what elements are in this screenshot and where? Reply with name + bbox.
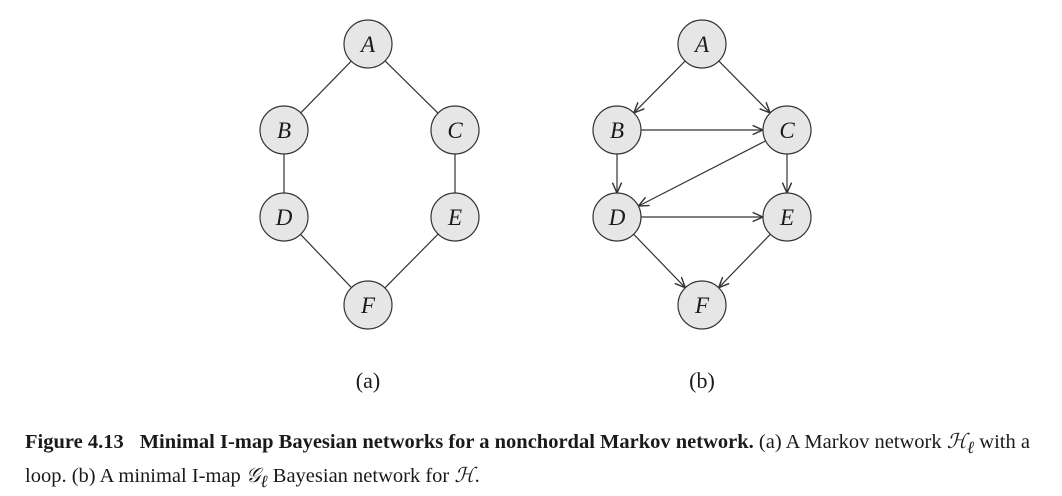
final-markov-symbol: ℋ [454,465,474,487]
caption-part1-suffix: with a loop. (b) A minimal I-map [25,431,1030,488]
diagram-b-edges [617,60,787,288]
edge-a-E-F [384,233,439,289]
node-circle [592,192,642,242]
node-a-E: E [430,192,480,242]
node-b-F: F [677,280,727,330]
node-b-A: A [677,19,727,69]
markov-network-symbol: ℋℓ [946,431,974,457]
node-b-B: B [592,105,642,155]
edge-b-D-F [633,233,686,287]
final-symbol: ℋ [454,465,475,488]
caption-part1-prefix: (a) A Markov network [758,431,942,453]
node-b-C: C [762,105,812,155]
node-label: E [779,205,794,230]
markov-symbol: ℋ [946,431,968,453]
node-circle [259,105,309,155]
bn-symbol: 𝒢 [245,465,261,488]
node-circle [343,19,393,69]
node-circle [259,192,309,242]
node-a-F: F [343,280,393,330]
edge-b-E-F [719,233,771,287]
caption-final-punct: . [474,465,480,488]
edge-b-C-D [638,140,766,206]
node-circle [430,105,480,155]
node-b-D: D [592,192,642,242]
node-circle [430,192,480,242]
bn-subscript: ℓ [260,472,268,492]
figure-caption: Figure 4.13 Minimal I-map Bayesian networ… [25,428,1050,496]
node-circle [677,280,727,330]
diagram-canvas: A B C D E F (a) A B C D E F (b) [259,19,812,393]
node-label: B [277,118,291,143]
figure-title: Minimal I-map Bayesian networks for a no… [139,431,754,453]
node-label: D [275,205,293,230]
node-label: C [779,118,795,143]
node-label: E [447,205,462,230]
bayesian-network-symbol: 𝒢ℓ [245,465,268,491]
edge-a-A-C [384,60,439,114]
node-circle [343,280,393,330]
edge-a-A-B [300,60,352,114]
edge-a-D-F [300,233,352,289]
node-label: F [360,293,376,318]
node-a-B: B [259,105,309,155]
node-circle [592,105,642,155]
figure-number: Figure 4.13 [25,431,124,453]
node-b-E: E [762,192,812,242]
edge-b-A-C [718,60,770,113]
node-circle [762,192,812,242]
node-circle [762,105,812,155]
node-label: A [693,32,710,57]
node-label: B [610,118,624,143]
node-a-A: A [343,19,393,69]
node-a-D: D [259,192,309,242]
diagram-a-nodes: A B C D E F [259,19,480,330]
diagram-a-edges [283,60,456,289]
diagram-b: A B C D E F (b) [592,19,812,393]
diagram-b-label: (b) [689,368,715,393]
node-label: D [608,205,626,230]
node-label: A [359,32,376,57]
node-a-C: C [430,105,480,155]
caption-part2-suffix: Bayesian network for [272,465,450,488]
node-label: F [694,293,710,318]
diagram-a-label: (a) [356,368,380,393]
diagram-a: A B C D E F (a) [259,19,480,393]
node-label: C [447,118,463,143]
edge-b-A-B [634,60,686,113]
markov-subscript: ℓ [967,438,975,458]
node-circle [677,19,727,69]
diagram-b-nodes: A B C D E F [592,19,812,330]
